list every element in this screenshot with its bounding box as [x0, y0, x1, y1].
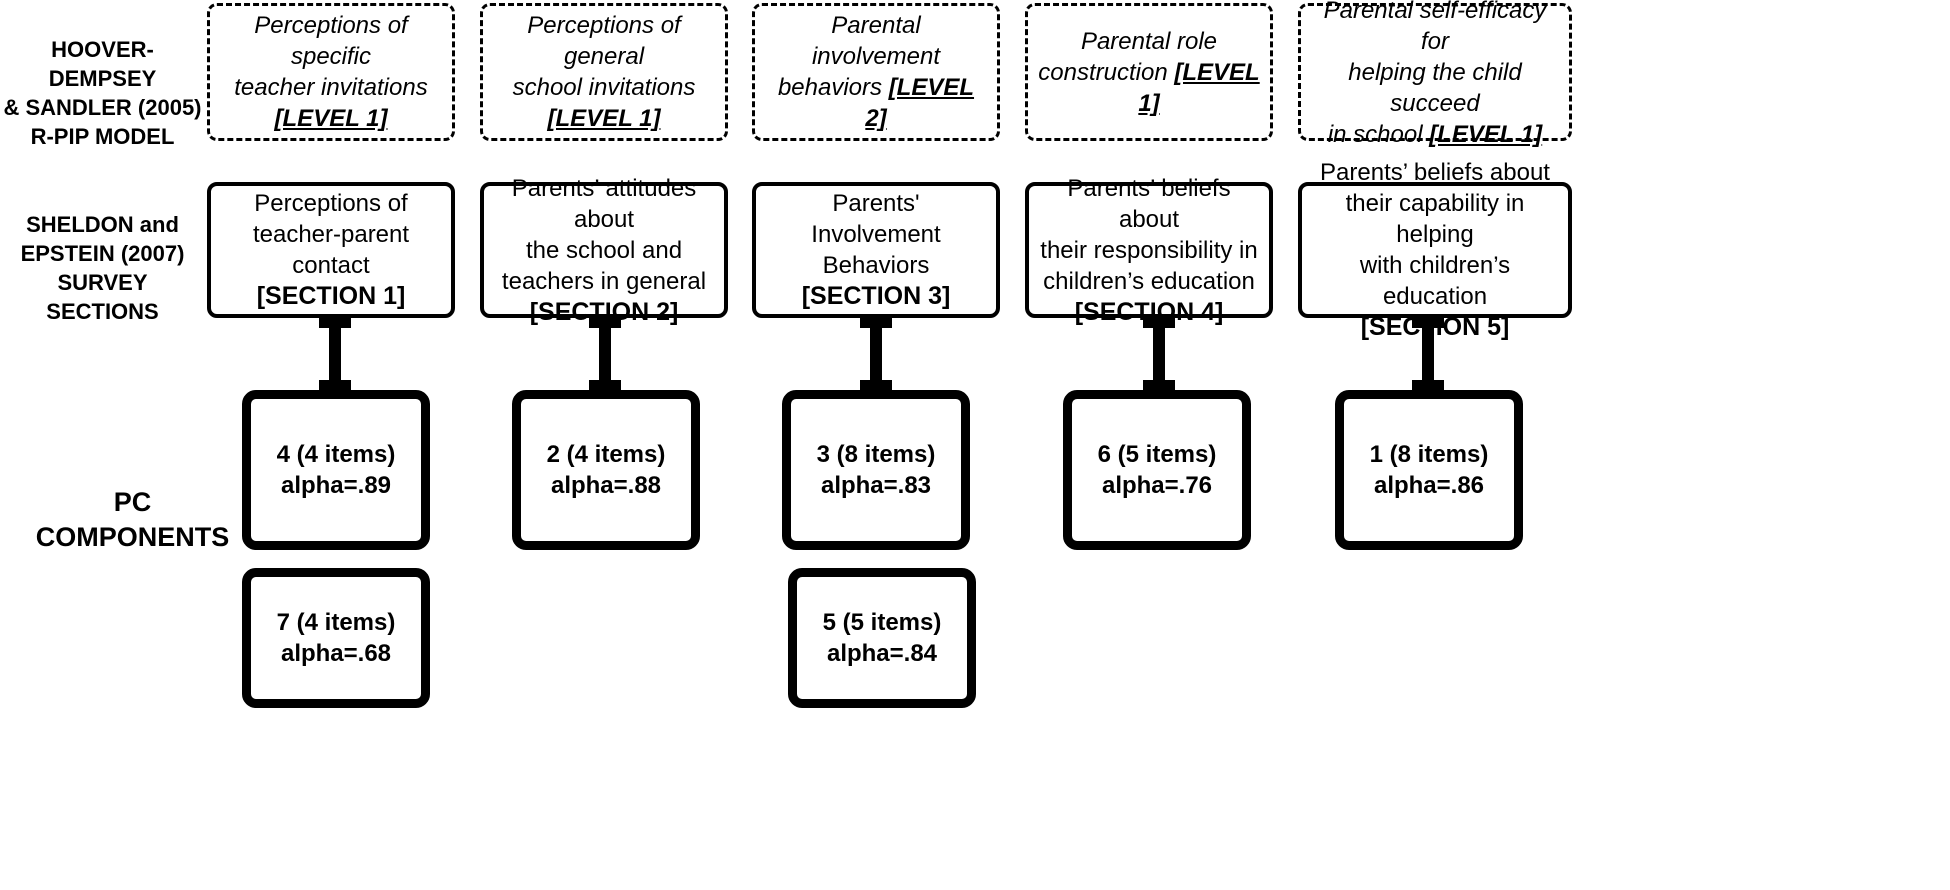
model-box-involvement-behaviors: Parental involvement behaviors [LEVEL 2] [752, 3, 1000, 141]
component-box-2: 2 (4 items) alpha=.88 [512, 390, 700, 550]
connector-2-top-bar [589, 318, 621, 328]
survey-box-section-2: Parents’ attitudes about the school and … [480, 175, 728, 326]
component-box-3: 3 (8 items) alpha=.83 [782, 390, 970, 550]
survey-box-section-3: Parents' Involvement Behaviors [SECTION … [752, 182, 1000, 318]
model-box-role-construction: Parental role construction [LEVEL 1] [1025, 3, 1273, 141]
connector-1-top-bar [319, 318, 351, 328]
connector-4-stem [1153, 328, 1165, 380]
model-box-school-invitations: Perceptions of general school invitation… [480, 3, 728, 141]
component-box-5: 5 (5 items) alpha=.84 [788, 568, 976, 708]
row-label-components: PC COMPONENTS [35, 487, 230, 552]
row-label-survey: SHELDON and EPSTEIN (2007) SURVEY SECTIO… [20, 212, 185, 324]
connector-2-stem [599, 328, 611, 380]
connector-1-stem [329, 328, 341, 380]
connector-5-stem [1422, 328, 1434, 380]
connector-4-bottom-bar [1143, 380, 1175, 390]
connector-5-bottom-bar [1412, 380, 1444, 390]
component-box-7: 7 (4 items) alpha=.68 [242, 568, 430, 708]
component-box-4: 4 (4 items) alpha=.89 [242, 390, 430, 550]
component-box-1: 1 (8 items) alpha=.86 [1335, 390, 1523, 550]
model-box-self-efficacy: Parental self-efficacy for helping the c… [1298, 0, 1572, 148]
row-label-model: HOOVER-DEMPSEY & SANDLER (2005) R-PIP MO… [3, 37, 202, 149]
connector-5-top-bar [1412, 318, 1444, 328]
connector-1-bottom-bar [319, 380, 351, 390]
connector-2-bottom-bar [589, 380, 621, 390]
component-box-6: 6 (5 items) alpha=.76 [1063, 390, 1251, 550]
connector-3-top-bar [860, 318, 892, 328]
model-box-teacher-invitations: Perceptions of specific teacher invitati… [207, 3, 455, 141]
connector-3-bottom-bar [860, 380, 892, 390]
survey-box-section-5: Parents’ beliefs about their capability … [1298, 159, 1572, 341]
connector-3-stem [870, 328, 882, 380]
survey-box-section-4: Parents’ beliefs about their responsibil… [1025, 175, 1273, 326]
survey-box-section-1: Perceptions of teacher-parent contact [S… [207, 182, 455, 318]
connector-4-top-bar [1143, 318, 1175, 328]
